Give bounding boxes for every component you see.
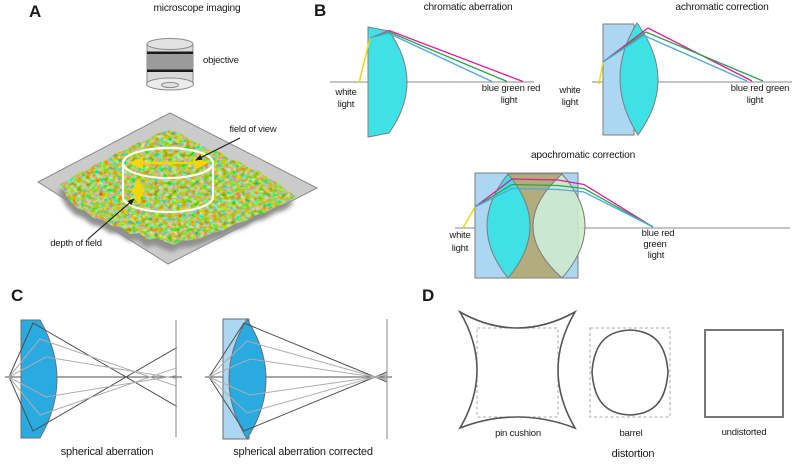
achromatic-result-label-1: blue red green — [730, 83, 790, 94]
measure-arrows — [128, 156, 209, 205]
apochromatic-result-label-2: green — [643, 239, 667, 250]
paraxial-ray-top — [208, 358, 388, 380]
green-ray — [388, 31, 508, 83]
panel-c-letter: C — [11, 286, 24, 305]
achromatic-correction-diagram — [592, 22, 792, 136]
marginal-ray-top — [208, 322, 388, 383]
spherical-aberration-corrected-diagram — [205, 318, 392, 440]
mid-ray-top — [208, 340, 388, 381]
distortion-caption: distortion — [611, 448, 655, 460]
paraxial-ray-bottom — [8, 375, 178, 398]
apochromatic-source-label-2: light — [451, 243, 469, 254]
corrected-rays — [474, 178, 654, 228]
biconvex-lens-green — [532, 173, 586, 279]
in-lens-blue — [369, 33, 390, 39]
marginal-ray-bottom — [8, 346, 178, 432]
red-ray — [602, 27, 753, 82]
terrain-texture — [60, 130, 296, 245]
spherical-aberration-diagram — [5, 319, 182, 439]
chromatic-result-label-2: light — [500, 95, 518, 106]
objective-front-lens — [161, 81, 179, 89]
in-lens-rays — [369, 30, 390, 39]
achromatic-result-label-2: light — [746, 95, 764, 106]
sample-surface — [36, 112, 319, 265]
mid-ray-bottom — [208, 373, 388, 414]
biconvex-lens-cyan — [486, 173, 531, 279]
panel-b-letter: B — [314, 1, 327, 20]
blue-ray — [602, 34, 748, 82]
plano-convex-lens — [367, 26, 408, 138]
chromatic-result-label-1: blue green red — [481, 83, 541, 94]
depth-of-field-pointer — [87, 198, 135, 240]
objective-ring-lower — [147, 69, 193, 72]
chromatic-source-label-1: white — [335, 87, 357, 98]
apochromatic-result-label-3: light — [647, 250, 665, 261]
paraxial-ray-bottom — [208, 374, 388, 396]
undistorted-square — [704, 329, 784, 418]
chromatic-title: chromatic aberration — [423, 2, 513, 13]
field-of-view-pointer — [195, 137, 241, 161]
panel-d-letter: D — [422, 286, 435, 305]
aberrated-rays — [8, 322, 178, 432]
red-ray — [388, 29, 524, 83]
reference-square-dashed — [589, 327, 671, 418]
reference-square-dashed — [476, 327, 559, 418]
white-light-ray — [462, 206, 476, 229]
objective-grip-band — [147, 54, 193, 70]
chromatic-source-label-2: light — [337, 99, 355, 110]
pincushion-caption: pin cushion — [495, 428, 541, 439]
green-ray — [474, 183, 654, 228]
white-light-ray — [598, 61, 604, 85]
plano-convex-lens — [20, 319, 58, 439]
chromatic-aberration-diagram — [330, 26, 534, 138]
apochromatic-source-label-1: white — [449, 230, 471, 241]
apochromatic-title: apochromatic correction — [530, 150, 636, 161]
paraxial-ray-top — [8, 356, 178, 379]
cylinder-bottom-arc — [121, 196, 215, 214]
spherical-aberration-caption: spherical aberration — [60, 446, 154, 458]
objective-icon — [146, 38, 194, 91]
barrel-caption: barrel — [619, 428, 643, 439]
focused-rays — [208, 322, 388, 432]
objective-top-cap — [146, 38, 194, 50]
cylinder-top-ellipse — [121, 146, 215, 180]
field-of-view-label: field of view — [229, 124, 277, 135]
distortion-diagrams — [457, 309, 784, 430]
achromatic-source-label-1: white — [559, 85, 581, 96]
biconvex-lens — [619, 22, 659, 136]
panel-a-letter: A — [29, 2, 42, 21]
red-ray — [474, 178, 654, 228]
apochromatic-result-label-1: blue red — [641, 228, 675, 239]
panel-a-title: microscope imaging — [153, 3, 241, 14]
white-light-ray — [358, 37, 371, 84]
barrel-shape — [591, 329, 669, 416]
marginal-ray-bottom — [208, 371, 388, 432]
achromatic-source-label-2: light — [561, 97, 579, 108]
spherical-aberration-corrected-caption: spherical aberration corrected — [233, 446, 373, 458]
objective-ring-upper — [147, 51, 193, 54]
pincushion-shape — [457, 309, 578, 430]
field-of-view-cylinder — [121, 146, 215, 214]
blue-ray — [388, 32, 493, 83]
corrected-rays — [602, 27, 764, 82]
apochromatic-correction-diagram — [455, 172, 790, 279]
marginal-ray-top — [8, 322, 178, 408]
objective-label: objective — [203, 55, 239, 66]
achromatic-title: achromatic correction — [675, 2, 769, 13]
blue-ray — [474, 187, 654, 228]
depth-of-field-label: depth of field — [50, 238, 102, 249]
undistorted-caption: undistorted — [721, 427, 767, 438]
dispersed-rays — [388, 29, 524, 83]
